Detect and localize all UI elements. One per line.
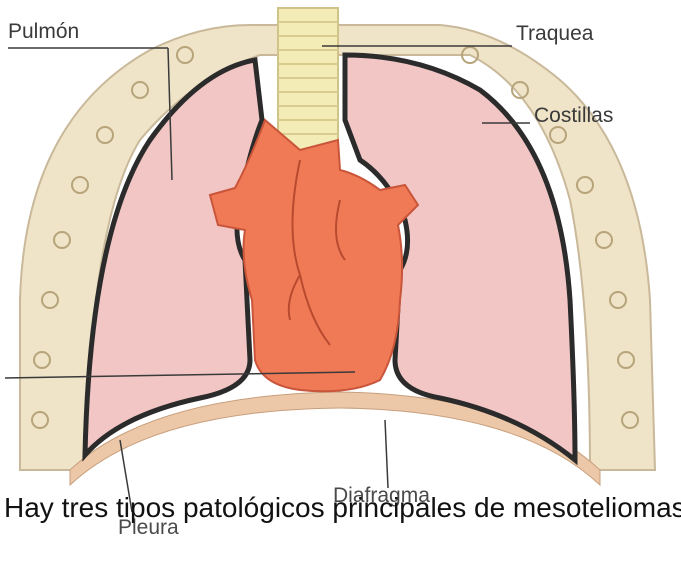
label-costillas: Costillas (534, 104, 613, 128)
trachea (278, 8, 338, 158)
label-traquea: Traquea (516, 22, 593, 46)
label-pulmon: Pulmón (8, 20, 79, 44)
caption-text: Hay tres tipos patológicos principales d… (4, 492, 681, 524)
